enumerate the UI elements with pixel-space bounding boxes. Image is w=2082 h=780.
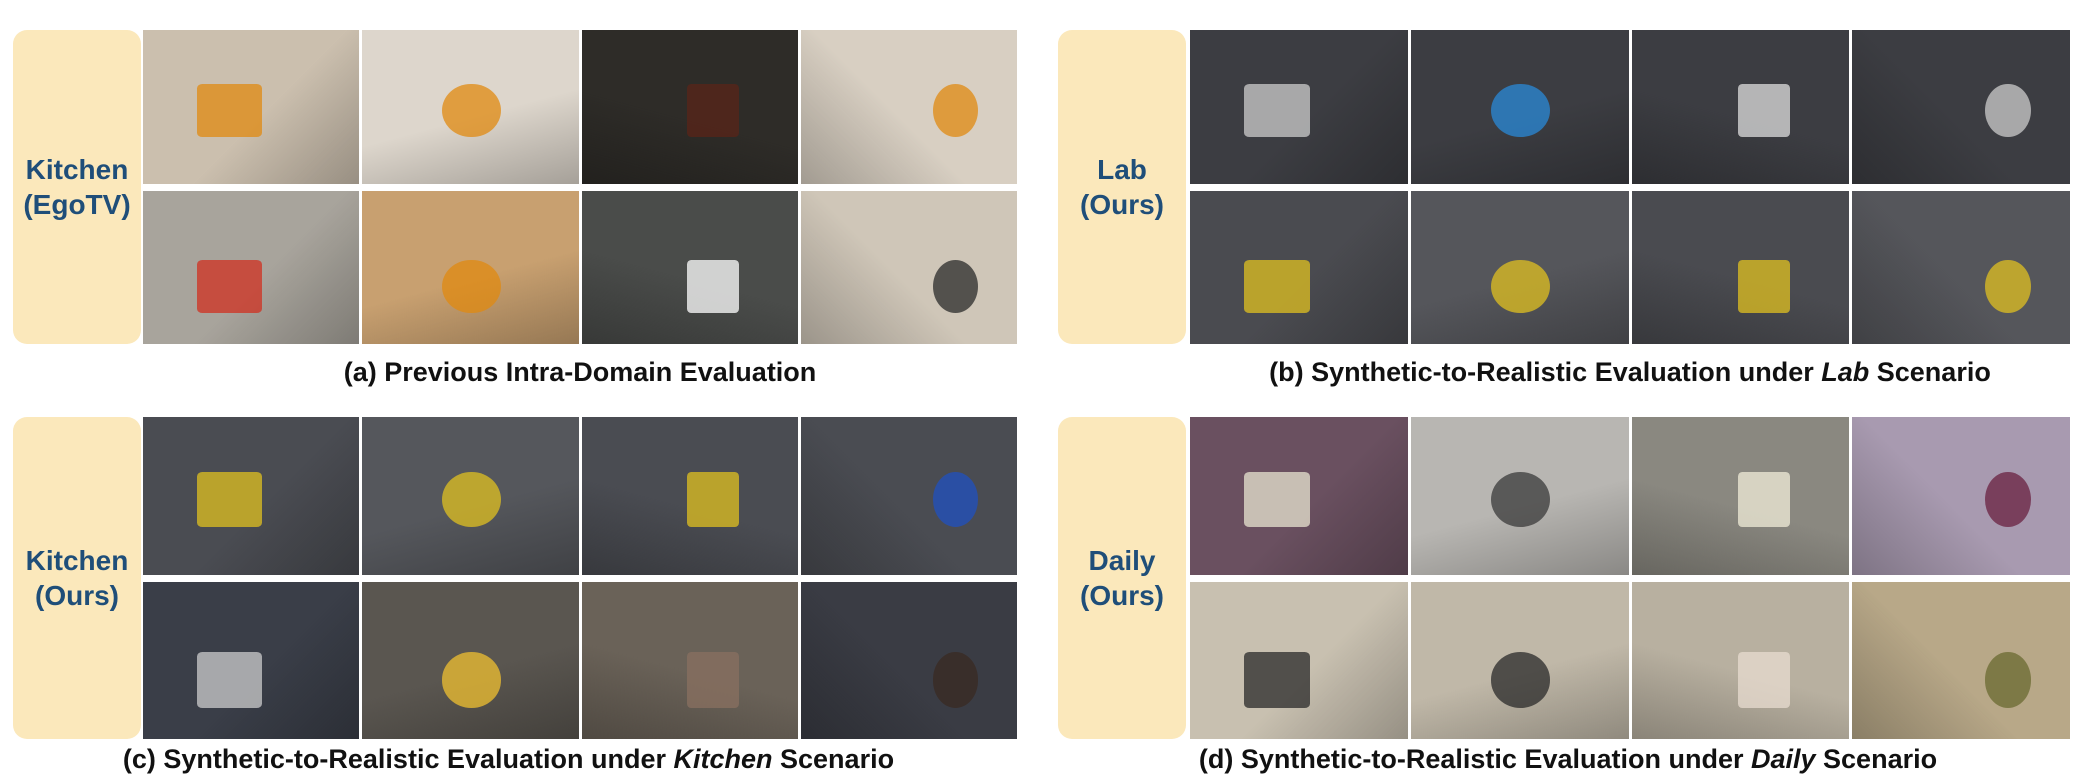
caption-post: Scenario bbox=[772, 744, 895, 774]
object-shape bbox=[932, 259, 979, 314]
object-shape bbox=[1985, 472, 2031, 528]
synthetic-frame bbox=[1190, 417, 1408, 575]
synthetic-frame bbox=[362, 30, 579, 184]
object-shape bbox=[1738, 259, 1791, 314]
object-shape bbox=[1244, 83, 1310, 138]
synthetic-frame bbox=[1190, 30, 1408, 184]
caption-em: Lab bbox=[1821, 357, 1870, 387]
object-shape bbox=[1738, 652, 1791, 708]
real-frame bbox=[1852, 190, 2070, 344]
caption-em: Kitchen bbox=[673, 744, 773, 774]
object-shape bbox=[687, 472, 740, 528]
scenario-label: Kitchen (EgoTV) bbox=[13, 30, 141, 344]
object-shape bbox=[197, 652, 262, 708]
caption-pre: (c) Synthetic-to-Realistic Evaluation un… bbox=[122, 744, 674, 774]
synthetic-frame bbox=[581, 417, 798, 575]
object-shape bbox=[932, 652, 979, 708]
real-frame bbox=[581, 581, 798, 739]
scenario-label: Kitchen (Ours) bbox=[13, 417, 141, 739]
synthetic-frame bbox=[1631, 30, 1850, 184]
scenario-label: Lab (Ours) bbox=[1058, 30, 1186, 344]
real-frame bbox=[1190, 581, 1408, 739]
real-frame bbox=[143, 581, 360, 739]
object-shape bbox=[442, 83, 501, 138]
frame-grid bbox=[143, 30, 1017, 344]
object-shape bbox=[1985, 259, 2031, 314]
caption-post: Scenario bbox=[1869, 357, 1991, 387]
synthetic-frame bbox=[800, 30, 1017, 184]
caption-pre: (d) Synthetic-to-Realistic Evaluation un… bbox=[1198, 744, 1751, 774]
object-shape bbox=[1244, 259, 1310, 314]
real-frame bbox=[362, 190, 579, 344]
object-shape bbox=[442, 652, 501, 708]
panel-caption: (d) Synthetic-to-Realistic Evaluation un… bbox=[1058, 744, 2078, 775]
caption-pre: (b) Synthetic-to-Realistic Evaluation un… bbox=[1269, 357, 1822, 387]
object-shape bbox=[1491, 83, 1551, 138]
object-shape bbox=[1985, 652, 2031, 708]
object-shape bbox=[687, 652, 740, 708]
object-shape bbox=[442, 259, 501, 314]
object-shape bbox=[687, 259, 740, 314]
object-shape bbox=[1244, 472, 1310, 528]
real-frame bbox=[362, 581, 579, 739]
object-shape bbox=[1491, 652, 1551, 708]
object-shape bbox=[932, 83, 979, 138]
real-frame bbox=[581, 190, 798, 344]
real-frame bbox=[1410, 581, 1629, 739]
object-shape bbox=[442, 472, 501, 528]
synthetic-frame bbox=[143, 30, 360, 184]
object-shape bbox=[1491, 472, 1551, 528]
object-shape bbox=[932, 472, 979, 528]
object-shape bbox=[1985, 83, 2031, 138]
synthetic-frame bbox=[1410, 30, 1629, 184]
synthetic-frame bbox=[1410, 417, 1629, 575]
panel-caption: (b) Synthetic-to-Realistic Evaluation un… bbox=[1190, 357, 2070, 388]
scenario-label: Daily (Ours) bbox=[1058, 417, 1186, 739]
real-frame bbox=[143, 190, 360, 344]
object-shape bbox=[197, 472, 262, 528]
real-frame bbox=[1631, 581, 1850, 739]
frame-grid bbox=[143, 417, 1017, 739]
synthetic-frame bbox=[1631, 417, 1850, 575]
real-frame bbox=[1631, 190, 1850, 344]
caption-em: Daily bbox=[1750, 744, 1816, 774]
synthetic-frame bbox=[1852, 30, 2070, 184]
object-shape bbox=[687, 83, 740, 138]
object-shape bbox=[1738, 472, 1791, 528]
real-frame bbox=[1852, 581, 2070, 739]
synthetic-frame bbox=[581, 30, 798, 184]
real-frame bbox=[1190, 190, 1408, 344]
synthetic-frame bbox=[1852, 417, 2070, 575]
object-shape bbox=[1738, 83, 1791, 138]
synthetic-frame bbox=[800, 417, 1017, 575]
panel-caption: (c) Synthetic-to-Realistic Evaluation un… bbox=[0, 744, 1017, 775]
caption-pre: (a) Previous Intra-Domain Evaluation bbox=[343, 357, 817, 387]
object-shape bbox=[197, 83, 262, 138]
frame-grid bbox=[1190, 30, 2070, 344]
real-frame bbox=[1410, 190, 1629, 344]
frame-grid bbox=[1190, 417, 2070, 739]
panel-caption: (a) Previous Intra-Domain Evaluation bbox=[143, 357, 1017, 388]
object-shape bbox=[1244, 652, 1310, 708]
object-shape bbox=[197, 259, 262, 314]
caption-post: Scenario bbox=[1815, 744, 1938, 774]
synthetic-frame bbox=[362, 417, 579, 575]
synthetic-frame bbox=[143, 417, 360, 575]
real-frame bbox=[800, 581, 1017, 739]
object-shape bbox=[1491, 259, 1551, 314]
real-frame bbox=[800, 190, 1017, 344]
